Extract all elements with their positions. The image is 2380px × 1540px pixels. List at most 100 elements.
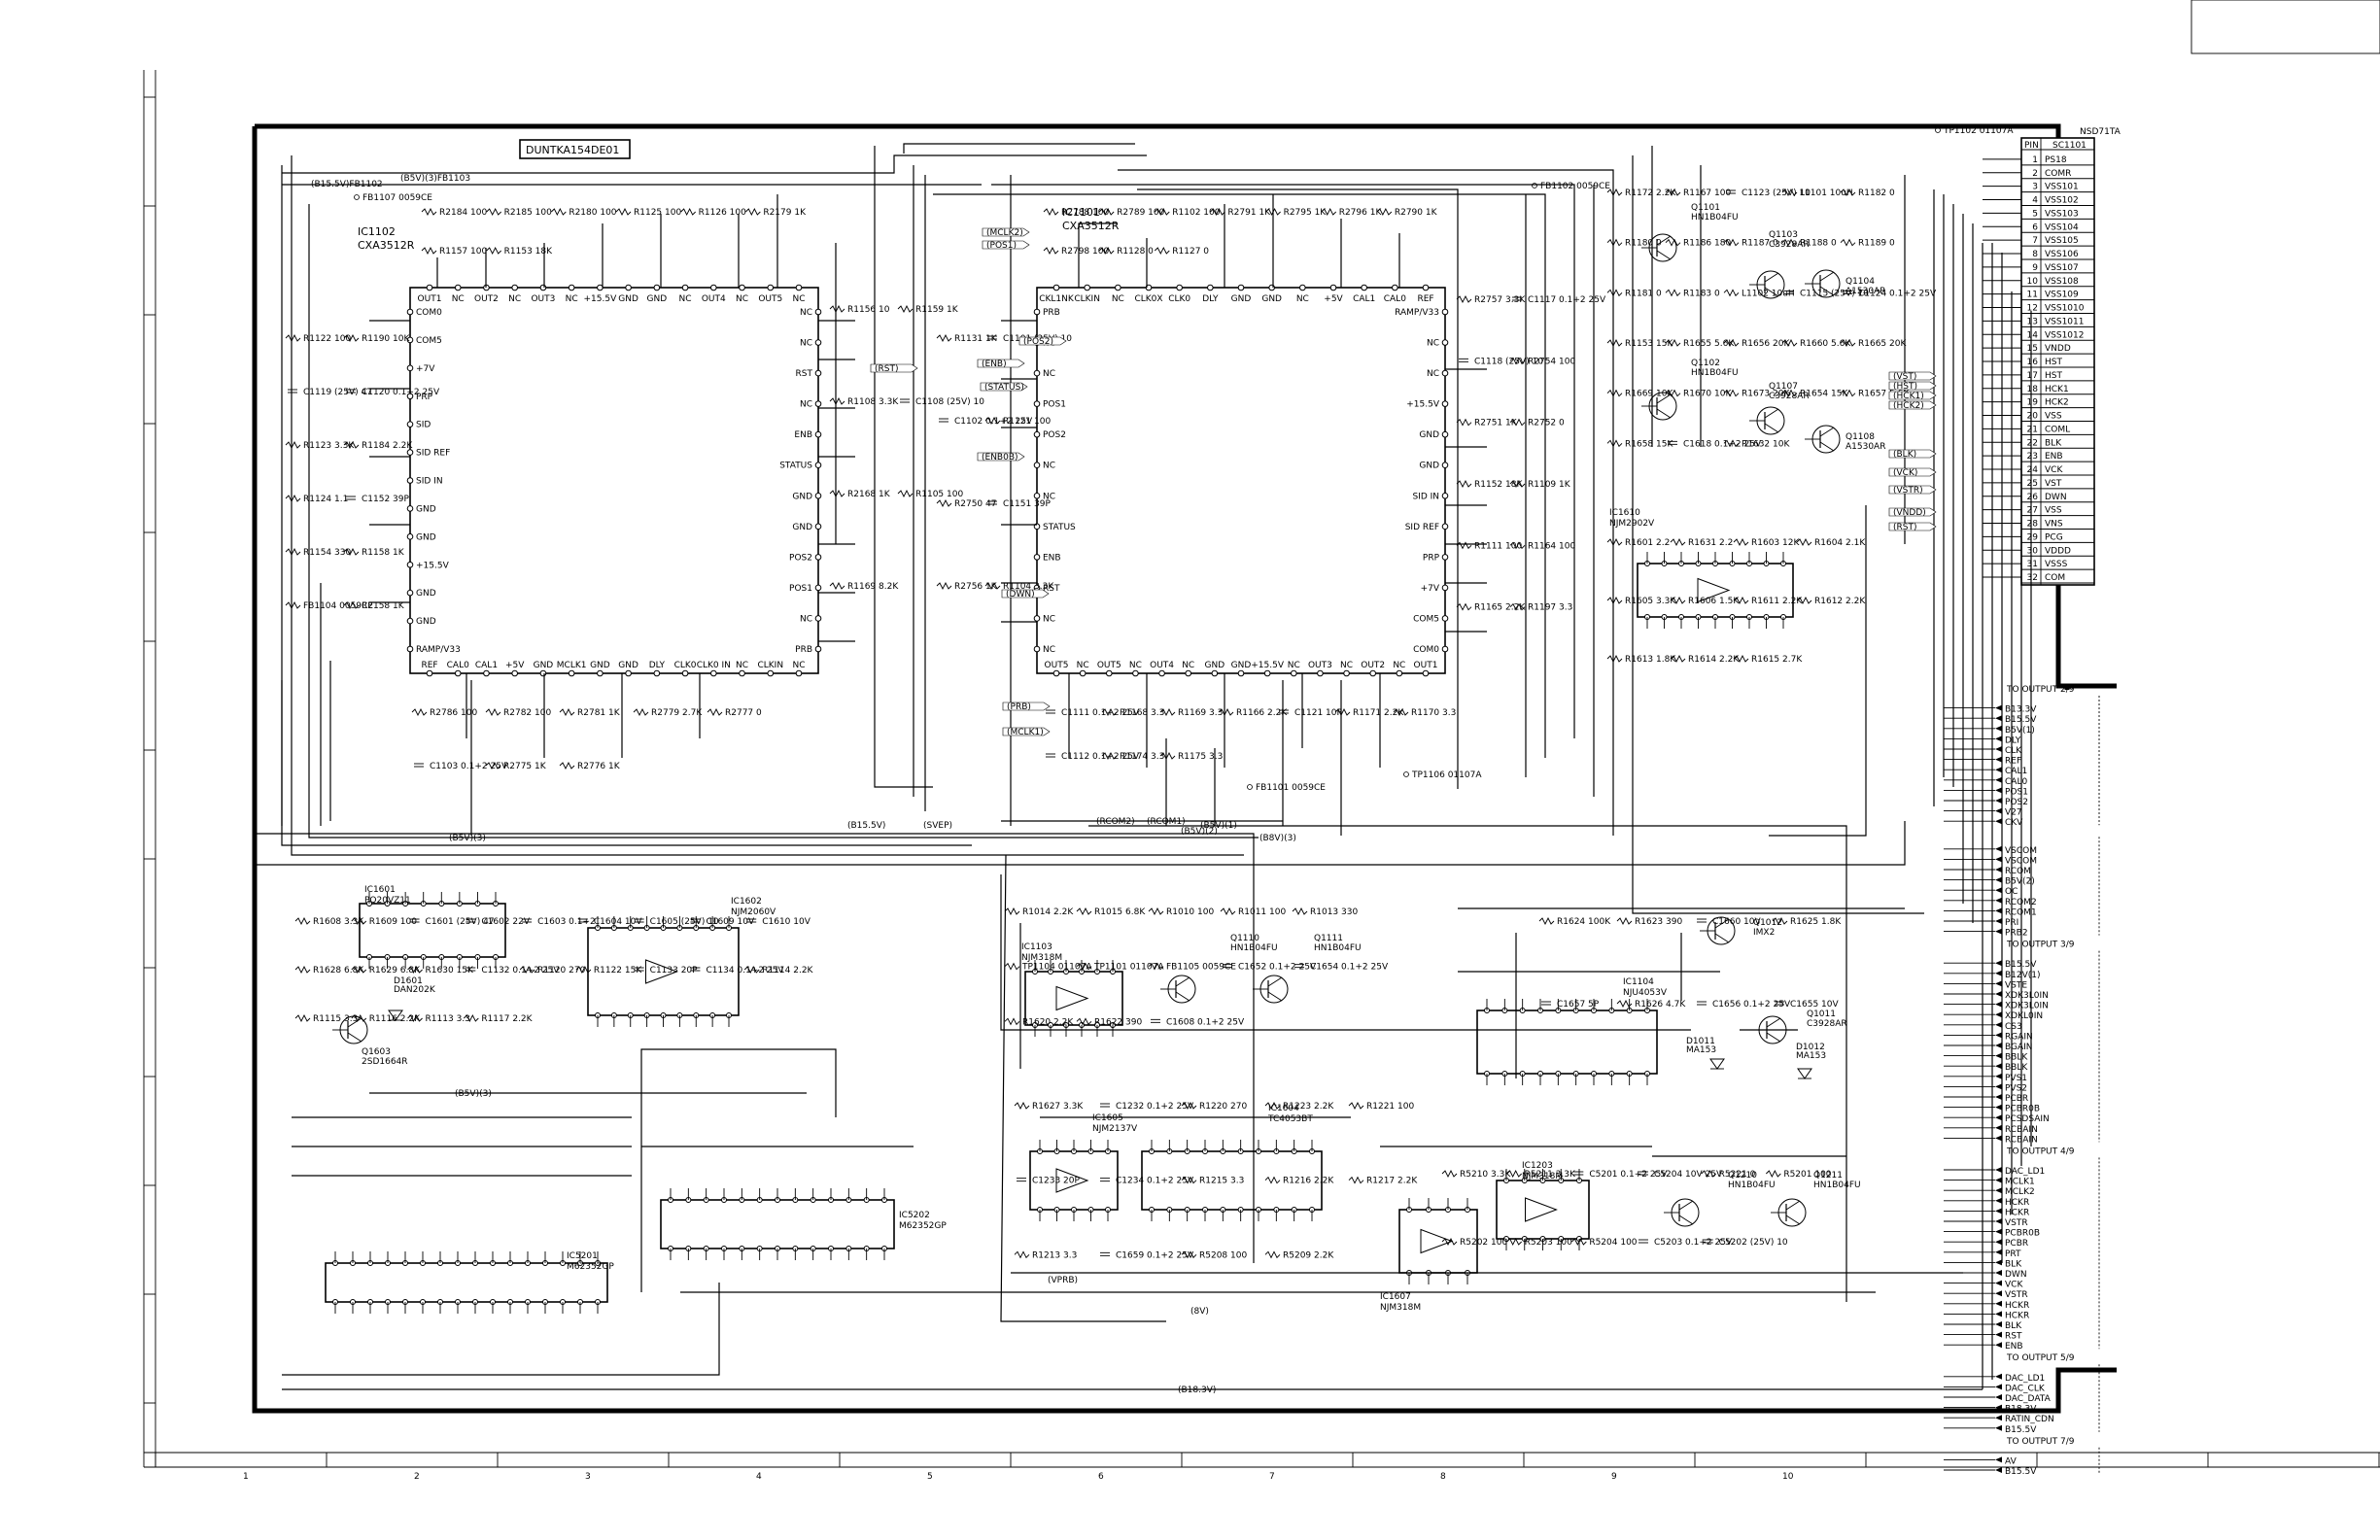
output-signal-label: V27 (2005, 808, 2022, 818)
component-label: R5203 100 (1525, 1238, 1572, 1248)
component-label: R1613 1.8K (1625, 655, 1676, 665)
component-label: R1124 1.1 (303, 495, 348, 504)
connector-pin-number: 2 (2032, 169, 2038, 179)
component-label: R1116 2.2K (369, 1014, 421, 1024)
small-ic-ref: IC1104 (1623, 977, 1654, 987)
connector-pin-signal: PCG (2045, 532, 2063, 542)
ic-pin-dot (1441, 339, 1449, 346)
output-signal-label: CAL0 (2005, 777, 2027, 787)
ic-pin-label: POS2 (789, 553, 812, 563)
test-point-label: FB1107 0059CE (362, 193, 432, 203)
connector-pin-number: 11 (2027, 291, 2038, 300)
ic-pin-dot (406, 449, 414, 456)
component-label: R1197 3.3 (1528, 603, 1572, 613)
connector-pin-signal: HCK2 (2045, 398, 2069, 408)
ic-pin-dot (1441, 462, 1449, 469)
output-signal-label: CAL1 (2005, 767, 2027, 776)
output-signal-label: PCBR (2005, 1239, 2028, 1249)
component-label: R1623 390 (1635, 917, 1682, 927)
ic-pin-label: STATUS (1043, 523, 1076, 532)
connector-pin-number: 27 (2027, 506, 2038, 516)
component-label: R1181 0 (1625, 289, 1662, 298)
side-net-label: (HCK2) (1893, 401, 1924, 411)
component-label: C1601 (25V) 47 (426, 917, 495, 927)
component-label: R1105 100 (915, 490, 963, 499)
component-label: R1604 2.1K (1814, 538, 1866, 548)
ic-pin-label: PRP (416, 393, 433, 402)
ic-pin-label: OUT1 (418, 294, 442, 304)
component-label: C1124 0.1+2 25V (1858, 289, 1937, 298)
ic-pin-dot (1105, 669, 1113, 677)
side-net-label: (MCLK1) (1007, 728, 1044, 737)
ic-pin-label: NC (1182, 661, 1194, 670)
wiring (255, 143, 2032, 1390)
ic-pin-dot (1290, 669, 1297, 677)
ic-pin-dot (406, 364, 414, 372)
ic-pin-dot (1441, 400, 1449, 407)
component-label: R1153 18K (504, 247, 553, 257)
component-label: R1190 10K (362, 334, 410, 344)
ic-pin-dot (1033, 492, 1041, 499)
component-label: R1189 0 (1858, 239, 1895, 249)
board-title: DUNTKA154DE01 (519, 139, 631, 159)
ic-pin-dot (1329, 284, 1337, 291)
small-ic-body (1637, 563, 1794, 618)
ic-pin-dot (1176, 284, 1183, 291)
ic-pin-label: ENB (794, 430, 812, 440)
sheet-zone-number: 2 (414, 1472, 420, 1482)
small-ic-part: PQ20VZ11 (364, 896, 411, 906)
ic-pin-label: GND (618, 661, 638, 670)
connector-pin-signal: VSS (2045, 412, 2062, 422)
ic-pin-label: CLK0 (674, 661, 697, 670)
component-label: R1215 3.3 (1199, 1177, 1244, 1186)
transistor-part: IMX2 (1753, 928, 1775, 938)
ic-pin-dot (767, 669, 775, 677)
output-signal-label: MCLK1 (2005, 1178, 2035, 1187)
ic-pin-label: NC (452, 294, 465, 304)
ic-pin-label: OUT2 (474, 294, 499, 304)
ic-pin-dot (1033, 554, 1041, 561)
side-net-label: (VSTR) (1893, 486, 1923, 496)
ic-pin-label: GND (1419, 430, 1439, 440)
component-label: R5209 2.2K (1283, 1250, 1334, 1260)
output-signal-label: BLK (2005, 1321, 2022, 1331)
component-label: R1625 1.8K (1790, 917, 1842, 927)
connector-pin-number: 4 (2032, 196, 2038, 206)
component-label: R5210 3.3K (1460, 1170, 1511, 1180)
connector-pin-signal: HST (2045, 371, 2062, 381)
bus-label: (B5V)(3) (449, 834, 486, 843)
ic-pin-dot (1441, 430, 1449, 438)
component-label: R2795 1K (1284, 208, 1328, 218)
component-label: C1233 20P (1032, 1177, 1081, 1186)
small-ic-body (660, 1199, 895, 1249)
ic-pin-label: DLY (1202, 294, 1219, 304)
component-label: C1608 0.1+2 25V (1166, 1017, 1245, 1027)
ic-pin-dot (454, 284, 462, 291)
output-signal-label: DAC_LD1 (2005, 1167, 2045, 1177)
small-ic-ref: IC1610 (1609, 508, 1640, 518)
component-label: C1656 0.1+2 25V (1712, 1000, 1791, 1010)
ic-pin-dot (814, 308, 822, 316)
component-label: C1618 0.1+2 25V (1683, 439, 1762, 449)
connector-pin-signal: ENB (2045, 452, 2063, 462)
component-label: FB1105 0059CE (1166, 963, 1236, 973)
component-label: R1113 3.3 (426, 1014, 470, 1024)
bus-label: (B15.5V)FB1102 (311, 180, 383, 189)
component-label: R1154 330 (303, 548, 351, 558)
ic-pin-label: +5V (505, 661, 525, 670)
component-label: L1102 10uH (1742, 289, 1795, 298)
ic-pin-label: GND (416, 504, 436, 514)
component-label: R1660 5.6K (1800, 339, 1851, 349)
output-signal-label: HCKR (2005, 1301, 2029, 1311)
component-label: R1156 10 (847, 305, 890, 315)
connector-pin-number: 30 (2027, 546, 2039, 556)
ic-pin-dot (1422, 284, 1430, 291)
output-signal-label: RCOM2 (2005, 898, 2037, 907)
test-point-label: TP1102 01107A (1943, 126, 2014, 136)
ic-pin-dot (483, 669, 490, 677)
component-label: R1630 15K (426, 966, 474, 975)
connector-pin-signal: DWN (2045, 493, 2067, 502)
